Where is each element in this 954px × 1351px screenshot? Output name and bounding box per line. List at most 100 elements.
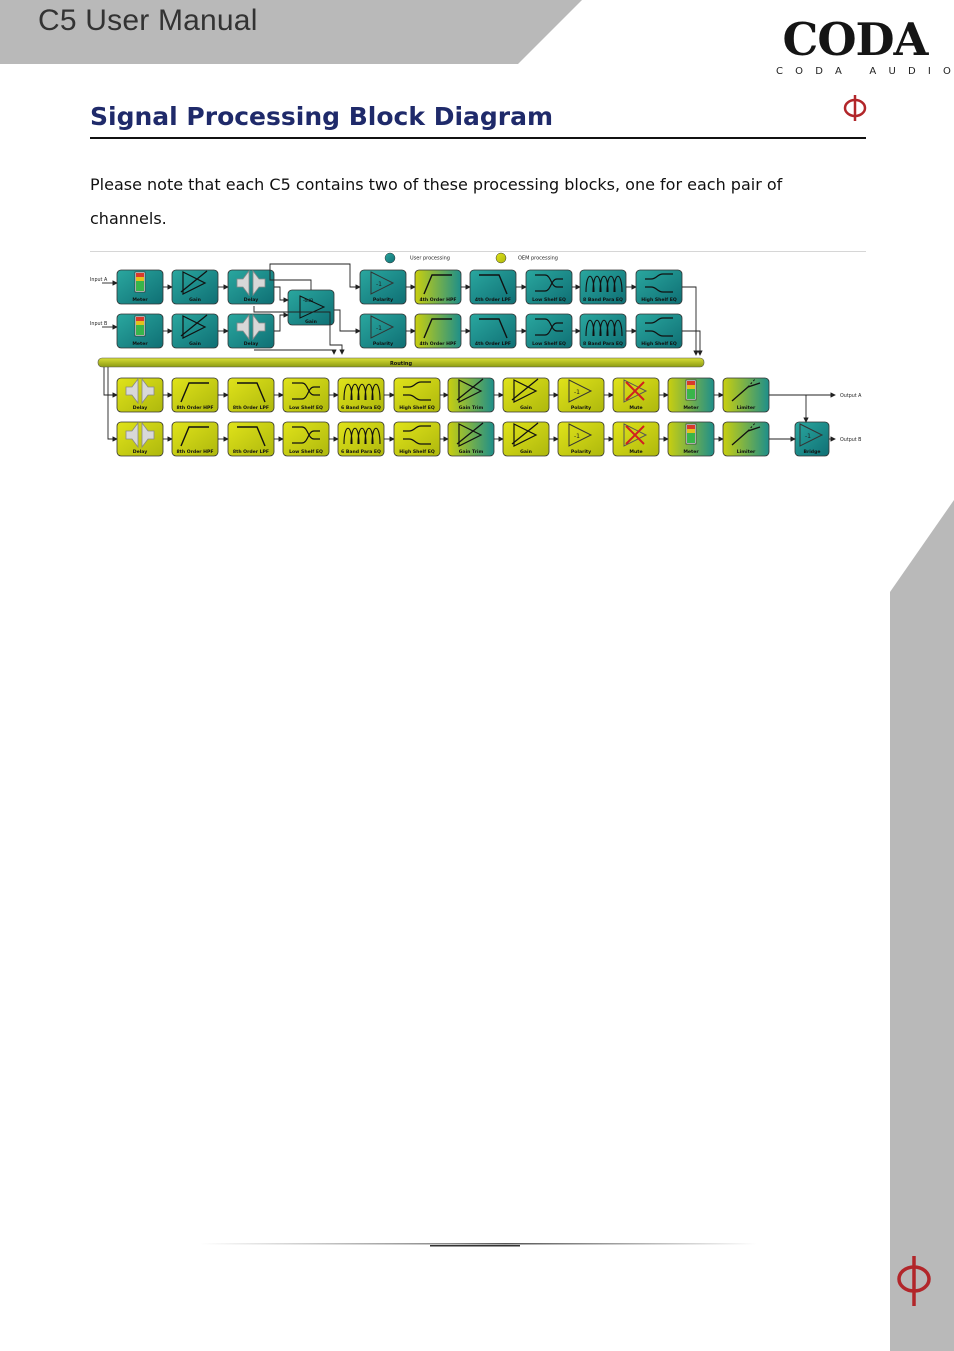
block-label: Bridge <box>803 449 820 455</box>
para-eq-icon <box>599 275 609 293</box>
gain-icon <box>513 379 538 403</box>
oem-chain-block: Limiter <box>722 377 770 413</box>
block-label: High Shelf EQ <box>399 449 435 455</box>
high-shelf-icon <box>403 425 431 445</box>
legend-user-label: User processing <box>410 256 450 262</box>
gain-icon <box>458 423 483 447</box>
sum-gain-block: -6dB Gain <box>287 289 335 326</box>
high-shelf-icon <box>645 317 673 337</box>
meter-yellow-segment <box>687 429 695 433</box>
polarity-icon <box>370 271 395 295</box>
block-label: Polarity <box>571 405 591 411</box>
mute-amp-icon <box>623 379 648 403</box>
block-label: Gain <box>189 341 201 347</box>
block-label: 6 Band Para EQ <box>341 405 381 411</box>
user-chain-block: Low Shelf EQ <box>525 269 573 305</box>
para-eq-icon <box>592 319 602 337</box>
signal-line <box>682 330 703 356</box>
lpf-curve-icon <box>237 382 266 403</box>
oem-chain-block: Delay <box>116 377 164 413</box>
user-chain-block: High Shelf EQ <box>635 313 683 349</box>
lpf-curve-icon <box>479 318 508 339</box>
intro-paragraph: Please note that each C5 contains two of… <box>90 168 860 236</box>
gain-icon <box>182 271 207 295</box>
gain-arrow-icon <box>180 270 208 293</box>
para-eq-icon <box>592 275 602 293</box>
para-eq-icon <box>371 427 381 445</box>
speaker-icon <box>125 421 139 449</box>
gain-icon <box>458 379 483 403</box>
routing-label: Routing <box>390 361 413 367</box>
bridge-icon <box>799 423 824 447</box>
block-label: 8th Order LPF <box>233 405 269 411</box>
user-chain-block: 4th Order HPF <box>414 313 462 349</box>
input-label: Input A <box>90 277 108 283</box>
oem-chain-block: Low Shelf EQ <box>282 377 330 413</box>
speaker-icon <box>141 377 155 405</box>
block-label: Delay <box>133 405 147 411</box>
routing-bar: Routing <box>97 357 705 368</box>
sum-gain-value: -6dB <box>303 298 313 304</box>
block-label: High Shelf EQ <box>641 297 677 303</box>
block-label: Delay <box>244 341 258 347</box>
signal-line <box>107 367 118 442</box>
block-label: Meter <box>683 405 699 411</box>
input-block: Gain <box>171 269 219 305</box>
signal-line <box>274 312 289 332</box>
para-eq-icon <box>613 275 623 293</box>
signal-line <box>103 367 118 398</box>
para-eq-icon <box>606 319 616 337</box>
oem-chain-block: Gain Trim <box>447 421 495 457</box>
block-label: Gain <box>305 319 317 325</box>
signal-line <box>253 306 345 355</box>
oem-chain-block: Mute <box>612 377 660 413</box>
user-chain-block: 4th Order LPF <box>469 313 517 349</box>
input-block: Meter <box>116 269 164 305</box>
para-eq-icon <box>350 383 360 401</box>
lpf-curve-icon <box>237 426 266 447</box>
polarity-symbol-icon: -1 <box>376 281 382 288</box>
user-chain-block: 8 Band Para EQ <box>579 313 627 349</box>
user-chain-block: 4th Order HPF <box>414 269 462 305</box>
block-label: Gain <box>520 449 532 455</box>
para-eq-icon <box>357 383 367 401</box>
oem-chain-block: 8th Order HPF <box>171 421 219 457</box>
logo-wordmark: CODA <box>782 13 929 66</box>
high-shelf-icon <box>403 381 431 401</box>
speaker-icon <box>252 269 266 297</box>
signal-line <box>269 263 361 290</box>
right-side-band <box>890 500 954 1351</box>
block-label: Mute <box>629 405 642 411</box>
output-label: Output A <box>840 393 862 399</box>
polarity-symbol-icon: -1 <box>376 325 382 332</box>
legend-oem-swatch <box>495 252 507 264</box>
block-label: Gain <box>520 405 532 411</box>
phi-footer-icon <box>897 1256 931 1306</box>
user-chain-block: Low Shelf EQ <box>525 313 573 349</box>
polarity-icon <box>568 423 593 447</box>
diagram-top-rule <box>90 251 866 252</box>
hpf-curve-icon <box>180 382 209 403</box>
block-label: Meter <box>132 341 148 347</box>
block-label: Limiter <box>737 449 756 455</box>
block-label: Low Shelf EQ <box>532 341 566 347</box>
meter-yellow-segment <box>136 277 144 281</box>
para-eq-icon <box>585 319 595 337</box>
mute-cross-icon <box>625 381 645 401</box>
oem-chain-block: Delay <box>116 421 164 457</box>
polarity-symbol-icon: -1 <box>574 433 580 440</box>
para-eq-icon <box>613 319 623 337</box>
oem-chain-block: 8th Order LPF <box>227 421 275 457</box>
phi-logo-icon <box>843 95 867 121</box>
polarity-icon <box>568 379 593 403</box>
high-shelf-icon <box>645 273 673 293</box>
coda-logo: CODA CODA AUDIO <box>774 13 951 78</box>
input-block: Delay <box>227 313 275 349</box>
routing-body <box>97 357 705 368</box>
block-label: Meter <box>132 297 148 303</box>
oem-chain-block: 8th Order HPF <box>171 377 219 413</box>
meter-green-segment <box>136 325 144 335</box>
meter-red-segment <box>136 317 144 321</box>
